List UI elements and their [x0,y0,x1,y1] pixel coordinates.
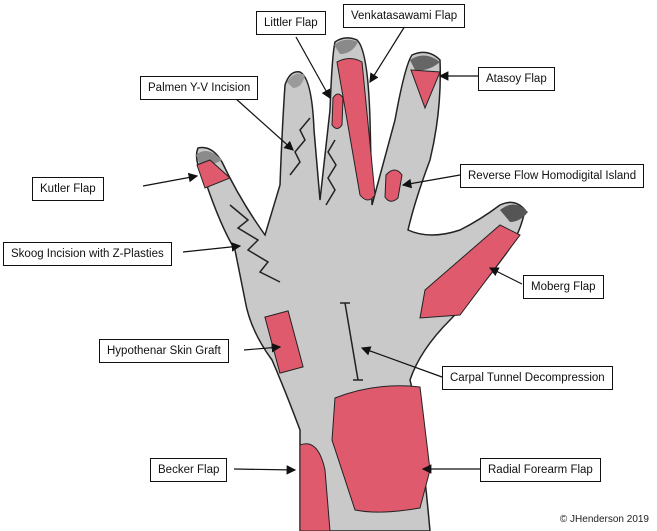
leader-reverse [401,174,461,189]
leader-littler [295,36,331,100]
hypothenar-graft-label: Hypothenar Skin Graft [99,339,229,363]
leader-lines [142,25,523,475]
carpal-tunnel-line [344,302,359,381]
thumb-nail [500,204,528,222]
radial-forearm-label: Radial Forearm Flap [480,458,601,482]
becker-flap-label: Becker Flap [150,458,228,482]
reverse-flow-flap [384,169,403,202]
middle-nail [334,39,358,54]
atasoy-flap [410,69,441,110]
skoog-incision-label: Skoog Incision with Z-Plasties [3,242,172,266]
leader-becker [233,465,297,475]
skoog-incision [229,204,281,283]
littler-flap [331,93,344,129]
leader-palmen [234,97,294,151]
becker-flap [299,443,331,531]
moberg-flap-label: Moberg Flap [523,275,604,299]
index-nail [287,73,305,88]
leader-kutler [142,172,199,187]
leader-carpal [360,346,443,378]
palmen-incision-label: Palmen Y-V Incision [140,76,259,100]
kutler-flap [196,159,231,189]
leader-venkatasawami [369,25,406,84]
moberg-flap [419,224,521,319]
venkatasawami-flap [336,58,376,201]
kutler-flap-label: Kutler Flap [32,177,104,201]
littler-flap-label: Littler Flap [256,11,326,35]
carpal-tunnel-label: Carpal Tunnel Decompression [442,366,613,390]
leader-moberg [488,267,523,285]
radial-forearm-flap [331,385,431,513]
leader-hypothenar [243,342,282,353]
ring-nail [410,55,440,71]
reverse-flow-label: Reverse Flow Homodigital Island [460,164,645,188]
atasoy-flap-label: Atasoy Flap [478,67,555,91]
venkatasawami-flap-label: Venkatasawami Flap [343,4,466,28]
palmen-incision [289,117,311,176]
palmen-incision-2 [325,139,337,206]
little-nail [196,151,222,166]
copyright-credit: © JHenderson 2019 [559,514,649,525]
leader-skoog [182,242,242,253]
